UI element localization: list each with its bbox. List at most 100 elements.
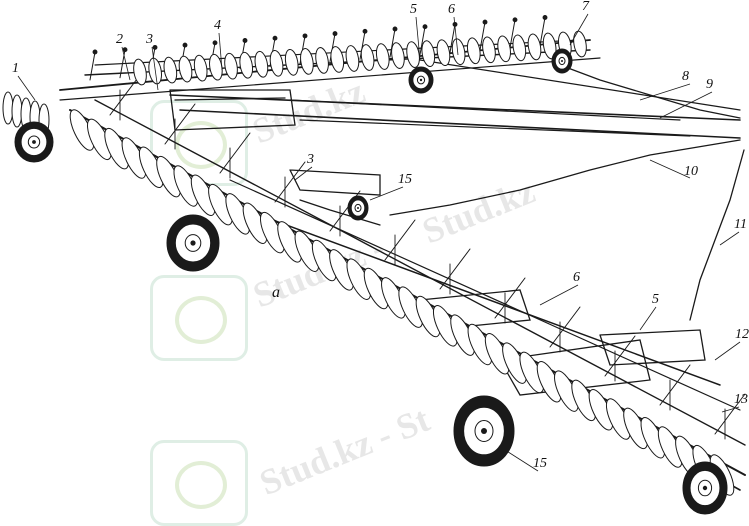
callout-2: 2 [116,32,123,47]
hitch-beam [179,109,741,139]
leader-5 [415,16,421,61]
disc-blade [11,94,23,128]
post-knob [512,17,518,23]
post-knob [152,44,158,50]
disc-blade [163,56,178,84]
hitch-beam [289,99,681,121]
disc-blade [360,44,375,71]
leader-10 [649,159,691,179]
cross-member [604,335,636,377]
wheel-axle [419,78,423,82]
cross-member [274,161,306,203]
cross-member [659,364,691,406]
callout-3b: 3 [307,152,314,167]
callout-5: 5 [410,2,417,17]
chain-brace [419,59,741,111]
wheel-hitch [347,195,369,221]
front-frame-rail [229,179,741,411]
leader-2 [121,46,131,81]
chain-10 [389,139,741,216]
spring-post [89,51,96,81]
callout-15a: 15 [398,172,412,187]
callout-9: 9 [706,77,713,92]
wheel-left [14,121,54,163]
disc-blade [436,39,451,67]
rear-frame-rail [59,57,601,101]
leader-15b [504,449,539,472]
disc-blade [466,37,481,65]
hitch-box [169,89,296,131]
post-knob [332,31,338,37]
post-knob [392,26,398,32]
disc-blade [239,51,254,79]
leader-6b [539,284,579,306]
callout-7: 7 [582,0,589,14]
callout-6: 6 [448,2,455,17]
chain-link [299,199,381,226]
disc-blade [178,55,193,83]
callout-leaders [17,13,741,472]
callout-1: 1 [12,61,19,76]
disc-blade [527,33,542,61]
disc-gangs [2,30,735,496]
post-knob [542,15,548,20]
post-knob [122,47,128,53]
front-frame-rail [204,194,721,386]
wheel-rear-mid [408,66,434,94]
leader-13 [721,406,740,413]
disc-blade [193,54,208,82]
post-knob [92,49,98,55]
leader-8 [639,83,691,101]
leader-1 [17,75,36,101]
hitch-beam [169,94,741,121]
leader-3 [151,46,159,91]
wheel-axle [190,240,196,246]
disc-blade [315,47,329,74]
post-knob [302,33,308,39]
callout-6b: 6 [573,270,580,285]
hitch-box-edge [174,97,286,101]
callout-10: 10 [684,164,698,179]
disc-blade [224,52,238,80]
callout-3: 3 [146,32,153,47]
disc-blade [330,46,345,73]
disc-blade [2,91,14,125]
wheel-axle [481,428,487,434]
center-frame-box [289,169,381,196]
disc-blade [451,38,466,66]
disc-blade [482,36,496,64]
spring-post [449,23,456,53]
disc-blade [269,49,284,77]
callout-13: 13 [734,392,748,407]
chain-11 [689,149,745,321]
wheel-front [453,395,515,467]
rear-frame-box [599,329,706,366]
disc-blade [421,40,436,68]
callout-4: 4 [214,18,221,33]
wheel-rear-right [551,48,573,74]
leader-4 [218,32,223,71]
post-knob [272,35,278,41]
callout-12: 12 [735,327,749,342]
disc-blade [284,48,299,76]
post-knob [422,24,428,30]
disc-blade [391,42,405,69]
callout-15b: 15 [533,456,547,471]
post-knob [212,40,218,46]
spring-post [389,28,396,58]
disc-blade [133,58,147,86]
transport-wheels [14,48,728,515]
disc-blade [300,48,314,75]
caption-letter: a [272,284,280,301]
leader-11 [719,231,740,246]
leader-7 [569,13,589,46]
harrow-drawing [2,13,746,515]
post-knob [482,19,488,25]
disc-blade [573,30,587,58]
disc-blade [345,45,360,72]
cross-member [164,103,196,145]
leader-5b [639,306,657,331]
spring-post [419,26,426,56]
leader-3b [294,166,313,181]
